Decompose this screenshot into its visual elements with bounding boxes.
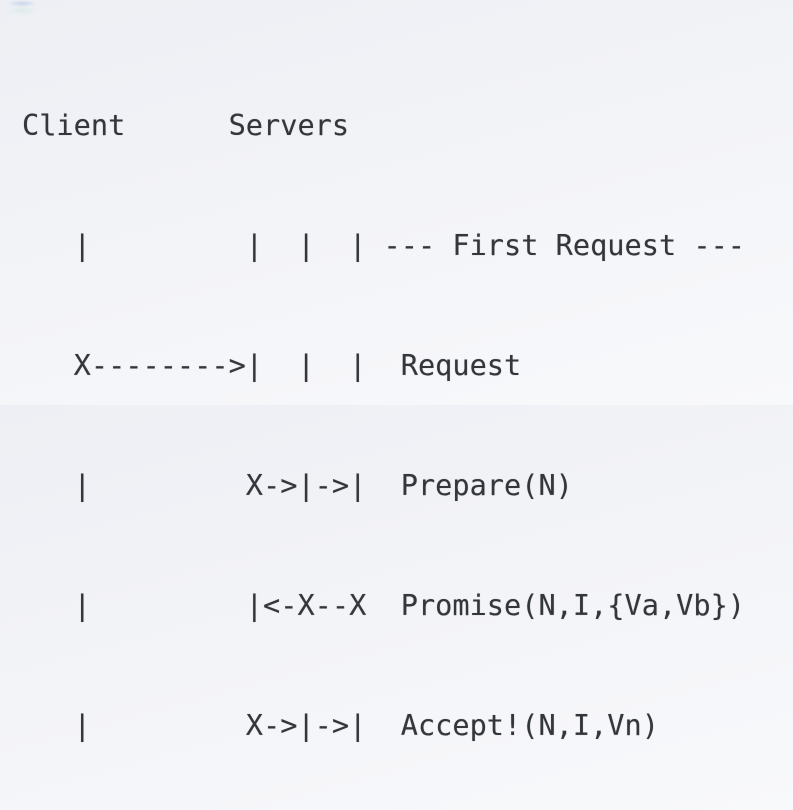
row-request: X-------->| | | Request	[22, 348, 522, 382]
row-promise: | |<-X--X Promise(N,I,{Va,Vb})	[22, 588, 746, 622]
diagram-header-participants: Client Servers	[22, 108, 350, 142]
ascii-diagram-text-block: Client Servers | | | | --- First Request…	[22, 25, 745, 810]
video-artifact-smudge-green	[7, 6, 37, 15]
row-accept: | X->|->| Accept!(N,I,Vn)	[22, 708, 659, 742]
row-prepare: | X->|->| Prepare(N)	[22, 468, 573, 502]
row-first-request-banner: | | | | --- First Request ---	[22, 228, 746, 262]
video-artifact-smudge-blue	[7, 0, 37, 7]
paxos-ascii-sequence-diagram: Client Servers | | | | --- First Request…	[7, 0, 745, 742]
